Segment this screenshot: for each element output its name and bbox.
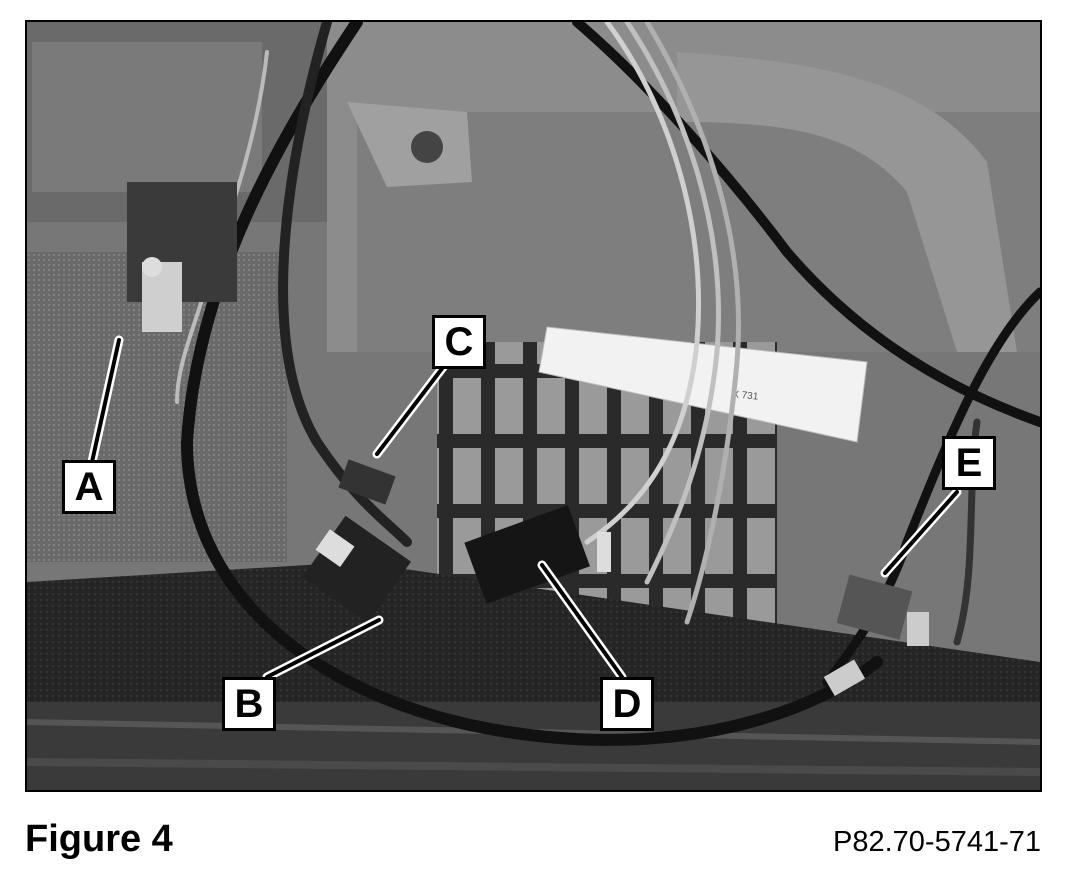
connector-b bbox=[302, 515, 411, 624]
connector-c bbox=[338, 459, 396, 505]
figure-title: Figure 4 bbox=[25, 818, 173, 860]
callout-c: C bbox=[432, 315, 486, 369]
foam-strip bbox=[27, 562, 1040, 722]
connector-a bbox=[127, 182, 237, 332]
tape-label-text: X 731 bbox=[732, 389, 760, 403]
callout-d: D bbox=[600, 677, 654, 731]
tape-label bbox=[538, 326, 868, 443]
callout-b: B bbox=[222, 677, 276, 731]
figure-code: P82.70-5741-71 bbox=[833, 826, 1041, 858]
bolt bbox=[411, 131, 443, 163]
mounting-bracket bbox=[347, 102, 472, 187]
callout-e: E bbox=[942, 436, 996, 490]
callout-a: A bbox=[62, 460, 116, 514]
connector-d bbox=[464, 505, 611, 604]
wiring-photo: X 731 bbox=[27, 22, 1040, 790]
leader-lines bbox=[87, 335, 962, 682]
connector-e bbox=[823, 574, 929, 697]
photo: X 731 bbox=[25, 20, 1042, 792]
